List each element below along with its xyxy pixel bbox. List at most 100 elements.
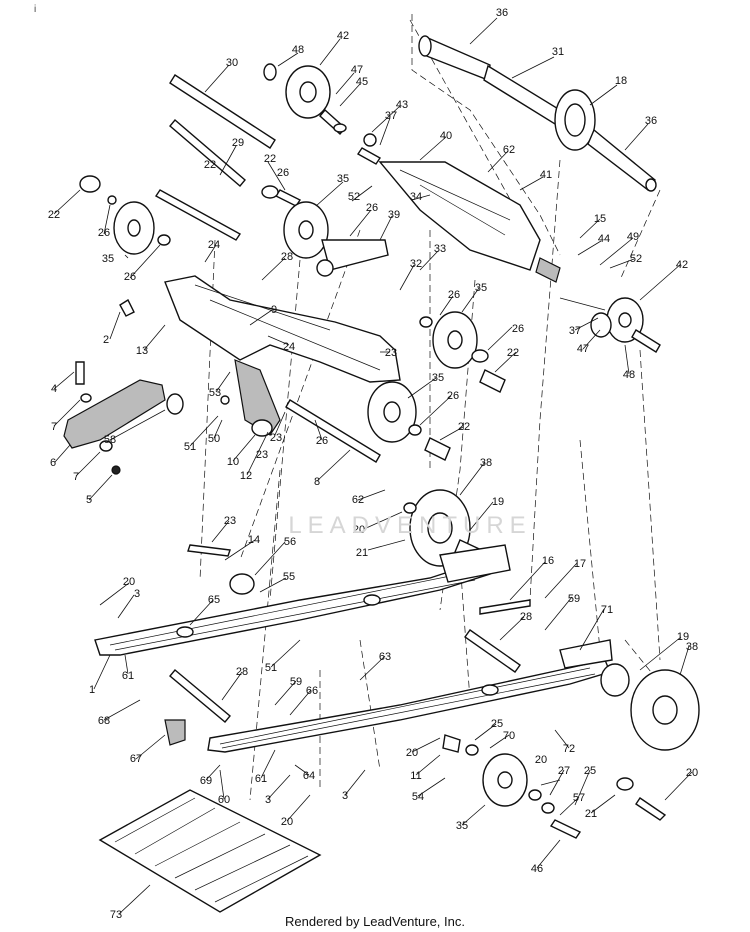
callout: 68 xyxy=(98,715,110,727)
callout: 24 xyxy=(208,239,220,251)
callout-leaders xyxy=(53,17,693,915)
callout: 20 xyxy=(123,576,135,588)
callout: 2 xyxy=(103,334,109,346)
callout: 23 xyxy=(385,347,397,359)
callout: 6 xyxy=(50,457,56,469)
front-arm-assembly xyxy=(119,275,401,437)
callout: 52 xyxy=(348,191,360,203)
callout: 65 xyxy=(208,594,220,606)
callout: 7 xyxy=(51,421,57,433)
callout: 61 xyxy=(255,773,267,785)
render-credit: Rendered by LeadVenture, Inc. xyxy=(285,914,465,929)
callout: 59 xyxy=(290,676,302,688)
callout: 10 xyxy=(227,456,239,468)
upper-wheel-set xyxy=(263,63,347,136)
callout: 62 xyxy=(503,144,515,156)
callout: 1 xyxy=(89,684,95,696)
callout: 31 xyxy=(552,46,564,58)
callout: 36 xyxy=(496,7,508,19)
callout: 16 xyxy=(542,555,554,567)
callout: 70 xyxy=(503,730,515,742)
callout: 33 xyxy=(434,243,446,255)
callout: 26 xyxy=(366,202,378,214)
callout: 29 xyxy=(232,137,244,149)
callout: 8 xyxy=(314,476,320,488)
callout: 26 xyxy=(512,323,524,335)
callout: 20 xyxy=(535,754,547,766)
callout: 23 xyxy=(256,449,268,461)
callout: 21 xyxy=(585,808,597,820)
right-slide-rail xyxy=(164,639,700,753)
callout: 37 xyxy=(385,110,397,122)
watermark: LEADVENTURE xyxy=(288,512,532,539)
callout: 23 xyxy=(270,432,282,444)
callout: 20 xyxy=(406,747,418,759)
callout: 28 xyxy=(520,611,532,623)
callout: 30 xyxy=(226,57,238,69)
callout: 59 xyxy=(568,593,580,605)
upper-idler-shaft xyxy=(418,35,657,192)
callout: 69 xyxy=(200,775,212,787)
callout: 67 xyxy=(130,753,142,765)
callout: 3 xyxy=(342,790,348,802)
callout: 47 xyxy=(351,64,363,76)
callout: 22 xyxy=(507,347,519,359)
callout: 73 xyxy=(110,909,122,921)
corner-mark: i xyxy=(34,4,37,15)
left-slide-rail xyxy=(94,544,531,673)
callout: 40 xyxy=(440,130,452,142)
callout: 27 xyxy=(558,765,570,777)
right-wheel-set xyxy=(559,297,661,353)
callout: 9 xyxy=(271,304,277,316)
callout: 32 xyxy=(410,258,422,270)
callout: 22 xyxy=(204,159,216,171)
callout: 18 xyxy=(615,75,627,87)
callout: 38 xyxy=(686,641,698,653)
callout: 39 xyxy=(388,209,400,221)
callout: 63 xyxy=(379,651,391,663)
callout: 4 xyxy=(51,383,57,395)
callout: 46 xyxy=(531,863,543,875)
callout: 72 xyxy=(563,743,575,755)
callout: 53 xyxy=(209,387,221,399)
callout: 3 xyxy=(134,588,140,600)
callout: 28 xyxy=(236,666,248,678)
callout: 3 xyxy=(265,794,271,806)
callout: 71 xyxy=(601,604,613,616)
callout: 20 xyxy=(353,524,365,536)
callout: 12 xyxy=(240,470,252,482)
front-link xyxy=(63,361,184,475)
callout: 55 xyxy=(283,571,295,583)
callout: 26 xyxy=(277,167,289,179)
callout: 35 xyxy=(102,253,114,265)
callout: 62 xyxy=(352,494,364,506)
center-wheels-and-shock xyxy=(261,133,561,283)
callout: 19 xyxy=(677,631,689,643)
callout: 25 xyxy=(491,718,503,730)
callout: 22 xyxy=(458,421,470,433)
callout: 44 xyxy=(598,233,610,245)
callout: 26 xyxy=(98,227,110,239)
callout: 11 xyxy=(410,770,421,782)
callout: 38 xyxy=(480,457,492,469)
callout: 57 xyxy=(573,792,585,804)
callout: 28 xyxy=(281,251,293,263)
callout: 26 xyxy=(448,289,460,301)
callout: 54 xyxy=(412,791,424,803)
callout: 35 xyxy=(432,372,444,384)
callout: 48 xyxy=(292,44,304,56)
callout: 41 xyxy=(540,169,552,181)
callout: 60 xyxy=(218,794,230,806)
rear-center-wheels xyxy=(285,311,506,567)
callout: 17 xyxy=(574,558,586,570)
callout: 35 xyxy=(337,173,349,185)
callout: 23 xyxy=(224,515,236,527)
callout: 49 xyxy=(627,231,639,243)
callout: 37 xyxy=(569,325,581,337)
callout: 56 xyxy=(284,536,296,548)
callout: 26 xyxy=(316,435,328,447)
callout: 42 xyxy=(676,259,688,271)
callout: 51 xyxy=(265,662,277,674)
